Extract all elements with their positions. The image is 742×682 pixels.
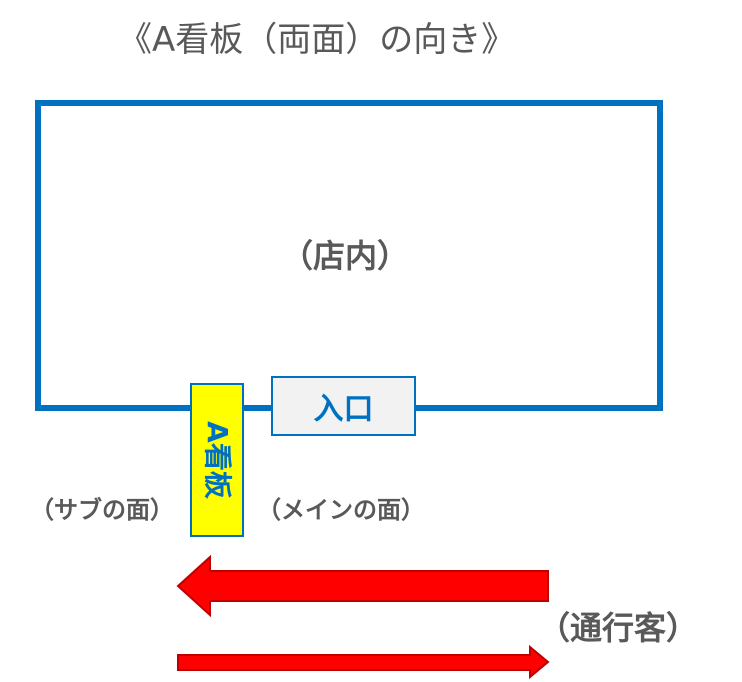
diagram-title: 《A看板（両面）の向き》 [118, 20, 516, 60]
entrance-box: 入口 [271, 376, 416, 436]
store-interior-label: （店内） [280, 237, 409, 275]
arrow-left [176, 554, 549, 618]
passerby-label: （通行客） [538, 609, 699, 647]
entrance-label: 入口 [313, 392, 374, 427]
sub-face-label: （サブの面） [30, 496, 174, 524]
main-face-label: （メインの面） [257, 496, 425, 524]
arrow-right [177, 644, 550, 680]
a-sign-board: A看板 [190, 383, 244, 537]
